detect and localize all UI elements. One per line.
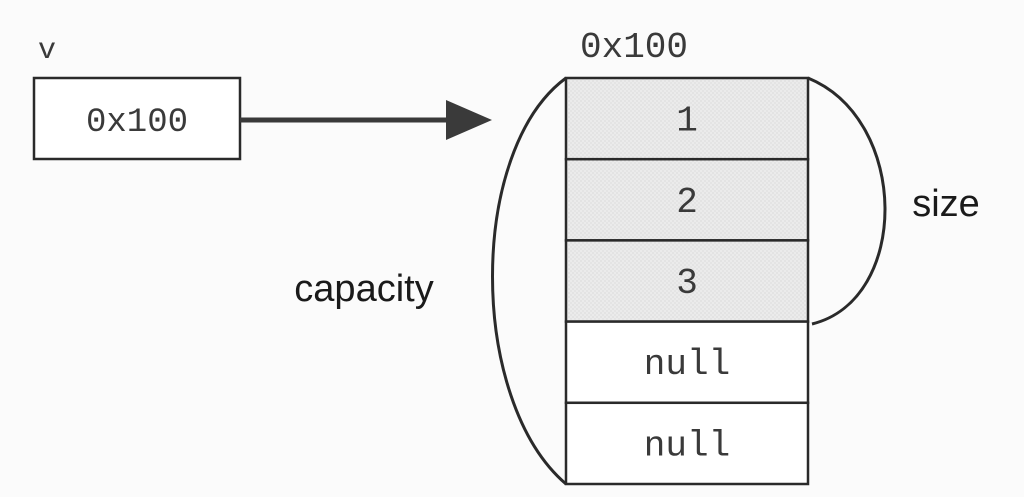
variable-name: v [38,34,56,68]
array-cell [564,401,810,486]
array-address: 0x100 [580,27,688,68]
array-cell [564,76,810,161]
variable-value: 0x100 [86,104,188,142]
size-label: size [912,183,980,225]
array-cells: 1 2 3 null null [564,76,810,486]
array-cell-value: 3 [676,263,698,304]
variable-box [32,76,242,161]
array-cell-value: 2 [676,182,698,223]
array-cell [564,239,810,323]
size-bracket [807,76,887,326]
pointer-arrowhead [446,100,492,140]
array-cell-value: 1 [676,101,698,142]
array-cell [564,320,810,405]
capacity-label: capacity [294,268,433,310]
capacity-bracket [491,76,567,486]
array-cell-value: null [644,425,730,466]
array-cell-value: null [644,344,730,385]
